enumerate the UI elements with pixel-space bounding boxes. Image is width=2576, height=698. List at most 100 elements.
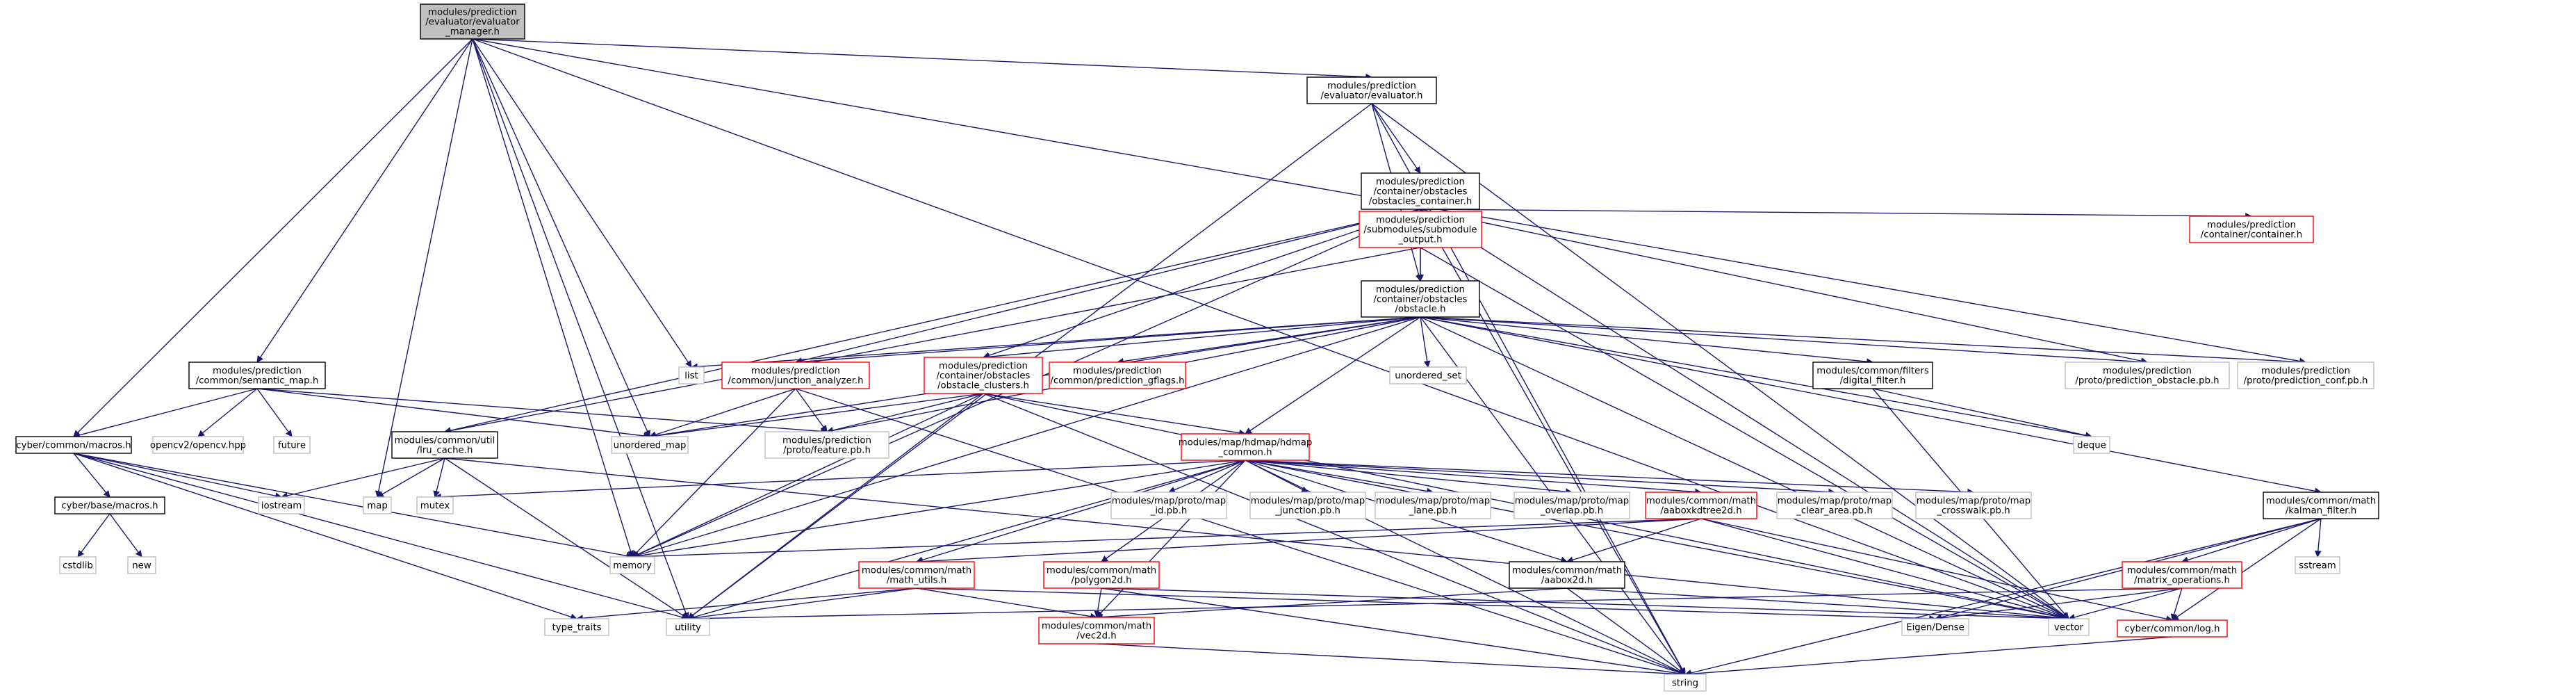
node-kalman_filter[interactable]: modules/common/math/kalman_filter.h (2263, 492, 2379, 519)
node-box-root (420, 3, 525, 40)
node-box-kalman_filter (2263, 492, 2379, 519)
node-label: modules/common/math (862, 566, 971, 576)
node-unordered_set[interactable]: unordered_set (1389, 366, 1467, 384)
node-macros_h[interactable]: cyber/common/macros.h (15, 436, 132, 454)
node-label: type_traits (552, 623, 601, 633)
node-label: modules/common/util (395, 436, 495, 446)
edge-log_h-to-string (1684, 636, 2173, 678)
edge-macros_h-to-memory (73, 453, 633, 560)
node-iostream[interactable]: iostream (258, 496, 305, 514)
node-map_id_pb[interactable]: modules/map/proto/map_id.pb.h (1110, 492, 1227, 519)
node-evaluator_h[interactable]: modules/prediction/evaluator/evaluator.h (1306, 76, 1437, 104)
edge-root-to-map (375, 38, 473, 498)
node-cstdlib[interactable]: cstdlib (59, 556, 97, 574)
node-obstacle_h[interactable]: modules/prediction/container/obstacles/o… (1361, 280, 1480, 318)
edge-hdmap_common-to-map_id_pb (1168, 460, 1246, 494)
edge-aabox2d-to-vec2d (1096, 587, 1568, 621)
node-junction_analyzer[interactable]: modules/prediction/common/junction_analy… (721, 362, 870, 389)
edge-obstacles_container-to-container_h (1420, 209, 2252, 220)
node-box-macros_h (15, 436, 132, 454)
edge-obstacle_clusters-to-hdmap_common (983, 393, 1246, 437)
edge-obstacle_h-to-prediction_conf_pb (1420, 316, 2306, 366)
node-new[interactable]: new (127, 556, 156, 574)
node-label: iostream (261, 501, 302, 512)
node-mutex[interactable]: mutex (416, 496, 454, 514)
node-aabox2d[interactable]: modules/common/math/aabox2d.h (1509, 561, 1625, 589)
edge-kalman_filter-to-log_h (2172, 518, 2322, 621)
node-semantic_map[interactable]: modules/prediction/common/semantic_map.h (188, 362, 326, 389)
edge-matrix_operations-to-eigen_dense (1935, 587, 2183, 622)
node-map_overlap_pb[interactable]: modules/map/proto/map_overlap.pb.h (1513, 492, 1630, 519)
node-map_junction_pb[interactable]: modules/map/proto/map_junction.pb.h (1249, 492, 1366, 519)
node-box-string (1664, 674, 1707, 692)
node-math_utils[interactable]: modules/common/math/math_utils.h (858, 561, 975, 589)
edge-root-to-macros_h (73, 38, 473, 437)
node-map_crosswalk_pb[interactable]: modules/map/proto/map_crosswalk.pb.h (1915, 492, 2032, 519)
node-list[interactable]: list (678, 366, 705, 384)
node-hdmap_common[interactable]: modules/map/hdmap/hdmap_common.h (1179, 433, 1313, 461)
node-label: opencv2/opencv.hpp (150, 441, 246, 451)
node-obstacles_container[interactable]: modules/prediction/container/obstacles/o… (1361, 172, 1480, 210)
node-matrix_operations[interactable]: modules/common/math/matrix_operations.h (2122, 561, 2242, 589)
node-label: /obstacle_clusters.h (937, 381, 1029, 391)
edge-obstacle_h-to-obstacle_clusters (983, 316, 1421, 361)
node-box-memory (609, 556, 655, 574)
node-sstream[interactable]: sstream (2295, 556, 2340, 574)
node-map[interactable]: map (363, 496, 392, 514)
node-box-map_crosswalk_pb (1915, 492, 2032, 519)
node-label: new (132, 561, 151, 571)
node-vec2d[interactable]: modules/common/math/vec2d.h (1038, 617, 1155, 644)
node-label: modules/map/hdmap/hdmap (1179, 438, 1313, 448)
node-box-evaluator_h (1306, 76, 1437, 104)
node-string[interactable]: string (1664, 674, 1707, 692)
node-label: /container/obstacles (937, 371, 1031, 382)
node-vector[interactable]: vector (2048, 618, 2090, 636)
node-obstacle_clusters[interactable]: modules/prediction/container/obstacles/o… (924, 357, 1043, 394)
node-memory[interactable]: memory (609, 556, 655, 574)
node-deque[interactable]: deque (2073, 436, 2110, 454)
node-opencv[interactable]: opencv2/opencv.hpp (150, 436, 246, 454)
node-label: modules/prediction (1327, 81, 1416, 92)
edge-semantic_map-to-macros_h (73, 388, 258, 439)
node-type_traits[interactable]: type_traits (544, 618, 609, 636)
node-utility[interactable]: utility (666, 618, 710, 636)
edge-obstacle_h-to-deque (1420, 316, 2092, 439)
node-prediction_gflags[interactable]: modules/prediction/common/prediction_gfl… (1049, 362, 1186, 389)
node-digital_filter[interactable]: modules/common/filters/digital_filter.h (1812, 362, 1933, 389)
node-box-map_id_pb (1110, 492, 1227, 519)
node-box-map_junction_pb (1249, 492, 1366, 519)
node-submodule_output[interactable]: modules/prediction/submodules/submodule_… (1359, 211, 1482, 248)
node-box-prediction_gflags (1049, 362, 1186, 389)
node-polygon2d[interactable]: modules/common/math/polygon2d.h (1043, 561, 1160, 589)
node-map_lane_pb[interactable]: modules/map/proto/map_lane.pb.h (1375, 492, 1491, 519)
node-container_h[interactable]: modules/prediction/container/container.h (2189, 216, 2314, 243)
node-label: modules/map/proto/map (1112, 496, 1226, 507)
node-lru_cache[interactable]: modules/common/util/lru_cache.h (391, 431, 498, 459)
node-aaboxkdtree2d[interactable]: modules/common/math/aaboxkdtree2d.h (1645, 492, 1757, 519)
node-base_macros[interactable]: cyber/base/macros.h (54, 496, 165, 514)
node-root[interactable]: modules/prediction/evaluator/evaluator_m… (420, 3, 525, 40)
edge-obstacles_container-to-lru_cache (444, 209, 1421, 434)
node-feature_pb[interactable]: modules/prediction/proto/feature.pb.h (764, 431, 889, 459)
node-label: deque (2077, 441, 2106, 451)
node-box-eigen_dense (1901, 618, 1969, 636)
edge-macros_h-to-utility (73, 453, 689, 621)
node-prediction_conf_pb[interactable]: modules/prediction/proto/prediction_conf… (2237, 362, 2374, 389)
node-box-unordered_map (611, 436, 689, 454)
edge-kalman_filter-to-matrix_operations (2181, 518, 2322, 564)
edge-hdmap_common-to-map_crosswalk_pb (1245, 460, 1974, 496)
node-prediction_obstacle_pb[interactable]: modules/prediction/proto/prediction_obst… (2065, 362, 2230, 389)
node-label: cyber/base/macros.h (61, 501, 158, 512)
node-box-feature_pb (764, 431, 889, 459)
edge-aaboxkdtree2d-to-math_utils (916, 518, 1702, 565)
node-label: modules/prediction (782, 436, 871, 446)
node-box-list (678, 366, 705, 384)
node-future[interactable]: future (273, 436, 311, 454)
node-eigen_dense[interactable]: Eigen/Dense (1901, 618, 1969, 636)
node-label: vector (2054, 623, 2084, 633)
node-unordered_map[interactable]: unordered_map (611, 436, 689, 454)
edge-macros_h-to-type_traits (73, 453, 577, 620)
node-map_clear_area_pb[interactable]: modules/map/proto/map_clear_area.pb.h (1776, 492, 1893, 519)
node-log_h[interactable]: cyber/common/log.h (2117, 619, 2228, 638)
edge-lru_cache-to-iostream (281, 457, 445, 499)
